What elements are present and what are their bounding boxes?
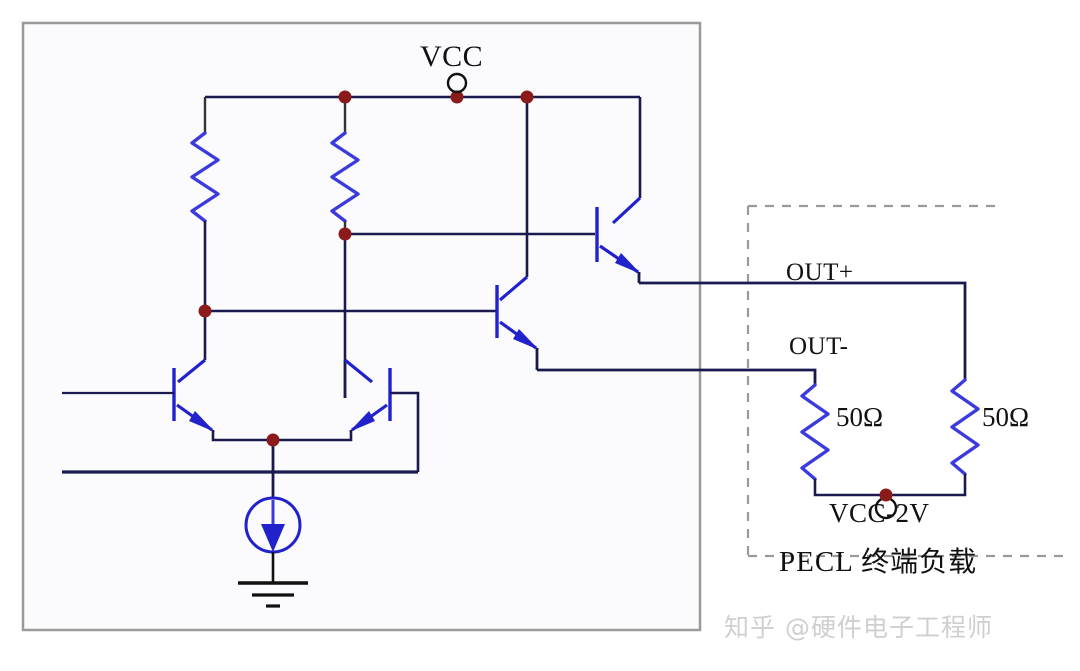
upper-follower-collector-lead — [611, 196, 642, 225]
out-positive-label: OUT+ — [786, 259, 854, 286]
out-negative-trace — [537, 368, 817, 385]
termination-resistor-left-label: 50Ω — [836, 402, 884, 432]
out-positive-trace — [639, 281, 967, 380]
diffpair-right-base-input-wire — [390, 391, 420, 472]
pecl-caption-latin: PECL — [779, 546, 853, 578]
termination-resistor-left-body — [800, 383, 830, 481]
diffpair-right-collector-lead — [343, 358, 374, 384]
current-source-arrow-head — [261, 524, 285, 552]
diffpair-right-emitter-arrow — [349, 411, 375, 432]
lower-follower-emitter-arrow — [513, 329, 539, 350]
zhihu-watermark: 知乎 @硬件电子工程师 — [724, 613, 993, 642]
diffpair-right-emitter-to-tail — [273, 430, 353, 442]
collector-resistor-left-body — [190, 131, 220, 223]
termination-resistor-left-lead-bottom — [813, 479, 884, 497]
vcc-label: VCC — [420, 40, 484, 73]
junction-dot-vcc-left — [338, 90, 352, 104]
junction-dot-right-collector — [338, 227, 352, 241]
junction-dot-termination-rail — [879, 488, 893, 502]
junction-dot-vcc-mid — [450, 90, 464, 104]
collector-resistor-right-body — [330, 131, 360, 223]
diffpair-left-emitter-to-tail — [211, 430, 273, 442]
junction-dot-left-collector — [198, 304, 212, 318]
upper-follower-emitter-arrow — [615, 253, 641, 274]
junction-dot-tail — [266, 433, 280, 447]
pecl-caption: PECL 终端负载 — [779, 548, 977, 577]
diffpair-left-emitter-arrow — [189, 411, 215, 432]
lower-follower-collector-lead — [498, 275, 529, 302]
diffpair-left-collector-lead — [176, 358, 207, 384]
out-negative-label: OUT- — [789, 333, 849, 360]
pecl-caption-cjk: 终端负载 — [861, 545, 978, 578]
termination-resistor-right-lead-bottom — [884, 474, 967, 497]
termination-resistor-right-label: 50Ω — [982, 402, 1030, 432]
junction-dot-vcc-right — [520, 90, 534, 104]
termination-rail-label: VCC-2V — [829, 498, 930, 528]
termination-resistor-right-body — [950, 378, 980, 476]
vcc-node-circle — [446, 72, 468, 94]
pecl-termination-dashed-box — [746, 204, 1070, 558]
main-panel-border — [21, 21, 702, 632]
